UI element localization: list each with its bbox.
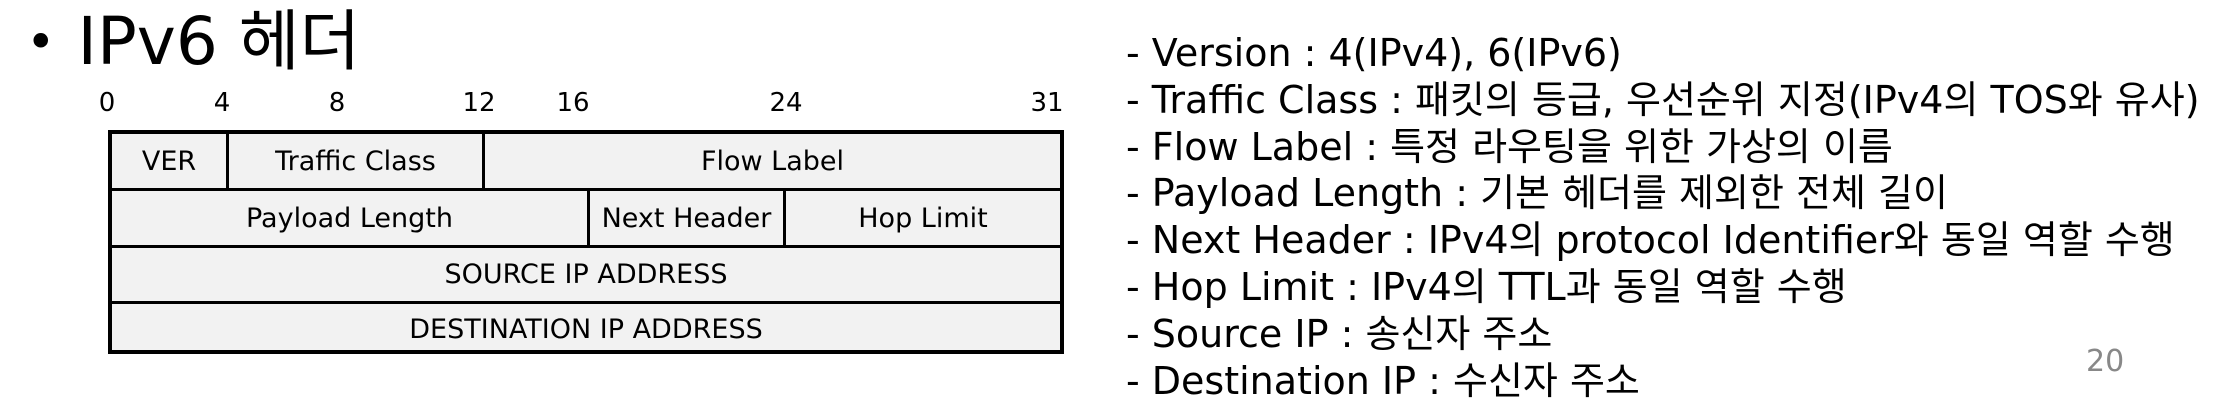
- ipv6-header-diagram: VER Traffic Class Flow Label Payload Len…: [108, 130, 1064, 354]
- bit-tick: 16: [556, 88, 590, 118]
- header-row-4: DESTINATION IP ADDRESS: [112, 301, 1060, 354]
- field-destination-ip-address: DESTINATION IP ADDRESS: [409, 313, 763, 345]
- field-hop-limit: Hop Limit: [783, 191, 1060, 245]
- field-next-header: Next Header: [587, 191, 783, 245]
- description-version: - Version : 4(IPv4), 6(IPv6): [1126, 31, 1622, 75]
- bit-tick: 8: [328, 88, 346, 118]
- bit-tick: 31: [1030, 88, 1064, 118]
- field-traffic-class: Traffic Class: [226, 134, 482, 188]
- description-flow-label: - Flow Label : 특정 라우팅을 위한 가상의 이름: [1126, 124, 1893, 169]
- description-source-ip: - Source IP : 송신자 주소: [1126, 311, 1553, 356]
- title-text: IPv6 헤더: [77, 3, 361, 80]
- header-row-2: Payload Length Next Header Hop Limit: [112, 188, 1060, 245]
- header-row-1: VER Traffic Class Flow Label: [112, 134, 1060, 188]
- bit-tick: 4: [213, 88, 231, 118]
- bit-ruler: 0 4 8 12 16 24 31: [0, 86, 1100, 120]
- bit-tick: 0: [98, 88, 116, 118]
- slide-title: • IPv6 헤더: [26, 2, 360, 82]
- field-version: VER: [141, 145, 197, 177]
- description-destination-ip: - Destination IP : 수신자 주소: [1126, 358, 1640, 403]
- description-payload-length: - Payload Length : 기본 헤더를 제외한 전체 길이: [1126, 171, 1948, 216]
- description-traffic-class: - Traffic Class : 패킷의 등급, 우선순위 지정(IPv4의 …: [1126, 77, 2200, 122]
- field-payload-length: Payload Length: [245, 202, 453, 234]
- title-bullet: •: [26, 13, 56, 71]
- field-description-list: - Version : 4(IPv4), 6(IPv6) - Traffic C…: [1126, 30, 2222, 404]
- description-hop-limit: - Hop Limit : IPv4의 TTL과 동일 역할 수행: [1126, 264, 1847, 309]
- bit-tick: 24: [769, 88, 803, 118]
- page-number: 20: [2086, 344, 2125, 379]
- bit-tick: 12: [462, 88, 496, 118]
- description-next-header: - Next Header : IPv4의 protocol Identifie…: [1126, 218, 2175, 263]
- header-row-3: SOURCE IP ADDRESS: [112, 245, 1060, 301]
- field-source-ip-address: SOURCE IP ADDRESS: [444, 259, 728, 290]
- field-flow-label: Flow Label: [482, 134, 1060, 188]
